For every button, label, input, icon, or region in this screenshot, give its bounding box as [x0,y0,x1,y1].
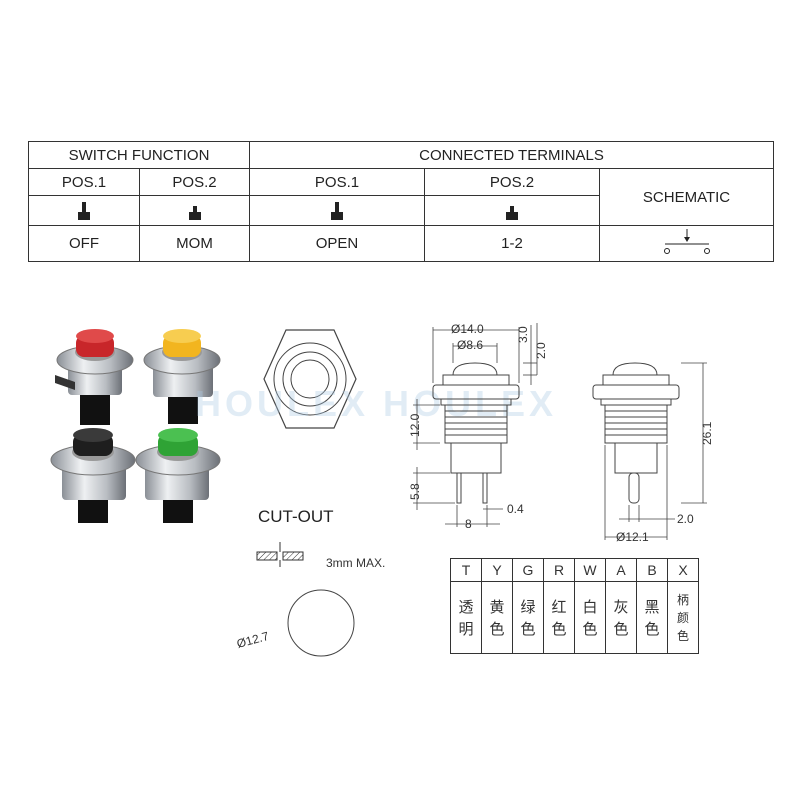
color-code-letter: R [543,558,575,582]
button-released-icon [78,201,90,220]
black-push-button [50,428,136,523]
connected-terminals-header: CONNECTED TERMINALS [249,141,775,169]
terminal-pos2-label: POS.2 [424,168,601,196]
dim-total-height: 26.1 [700,421,714,445]
dim-terminal-length: 5.8 [408,483,422,500]
svg-text:Ø12.7: Ø12.7 [235,629,271,651]
hex-nut-top-view [263,329,357,429]
product-photo [50,329,221,523]
terminal-pos2-icon-cell [424,195,601,226]
pos1-label: POS.1 [28,168,140,196]
cutout-title: CUT-OUT [258,507,334,526]
dim-terminal-width: 2.0 [677,512,694,526]
cutout-hole-icon [287,589,355,657]
pos2-icon-cell [138,195,251,226]
pos2-value: MOM [138,225,251,262]
color-name: 柄 颜 色 [667,581,699,654]
side-view-right [592,362,680,504]
color-name: 透 明 [450,581,482,654]
switch-function-header: SWITCH FUNCTION [27,141,251,169]
cutout-diameter-label: Ø12.7 [235,629,271,651]
pos1-icon-cell [28,195,140,226]
color-code-letter: A [605,558,637,582]
dim-flange-height: 2.0 [534,342,548,359]
color-name: 黄 色 [481,581,513,654]
color-code-letter: T [450,558,482,582]
dim-terminal-thickness: 0.4 [507,502,524,516]
dim-outer-diameter: Ø14.0 [451,322,484,336]
color-name: 白 色 [574,581,606,654]
dim-terminal-spacing: 8 [465,517,472,531]
dim-body-diameter: Ø12.1 [616,530,649,544]
switch-function-table: SWITCH FUNCTION CONNECTED TERMINALS POS.… [27,141,775,262]
color-name: 黑 色 [636,581,668,654]
dim-thread-length: 12.0 [408,413,422,437]
schematic-symbol-cell [599,225,775,262]
terminal-pos1-icon-cell [249,195,426,226]
terminal-pos1-label: POS.1 [249,168,426,196]
side-view-left [432,362,520,504]
color-code-table: T Y G R W A B X 透 明 黄 色 绿 色 红 色 白 色 灰 色 … [450,558,699,654]
color-name: 红 色 [543,581,575,654]
dimension-drawing: Ø14.0 Ø8.6 3.0 2.0 12.0 5.8 0.4 8 26.1 Ø… [408,322,714,544]
switch-schematic-icon [663,228,710,254]
panel-max-thickness: 3mm MAX. [326,556,386,570]
color-name-row: 透 明 黄 色 绿 色 红 色 白 色 灰 色 黑 色 柄 颜 色 [450,581,699,654]
color-code-letter: G [512,558,544,582]
pos2-label: POS.2 [138,168,251,196]
color-name: 灰 色 [605,581,637,654]
terminal-pos2-value: 1-2 [424,225,601,262]
color-code-letter: Y [481,558,513,582]
color-code-letter: X [667,558,699,582]
red-push-button [55,329,134,425]
pos1-value: OFF [28,225,140,262]
yellow-push-button [143,329,221,424]
button-released-icon [331,201,344,220]
color-name: 绿 色 [512,581,544,654]
green-push-button [135,428,221,523]
panel-thickness-icon [256,542,304,567]
button-pressed-icon [506,205,519,220]
color-code-letter: B [636,558,668,582]
terminal-pos1-value: OPEN [249,225,426,262]
color-code-header-row: T Y G R W A B X [450,558,699,582]
schematic-header: SCHEMATIC [599,168,775,226]
button-pressed-icon [188,205,201,220]
color-code-letter: W [574,558,606,582]
dim-cap-diameter: Ø8.6 [457,338,483,352]
dim-cap-height: 3.0 [516,326,530,343]
